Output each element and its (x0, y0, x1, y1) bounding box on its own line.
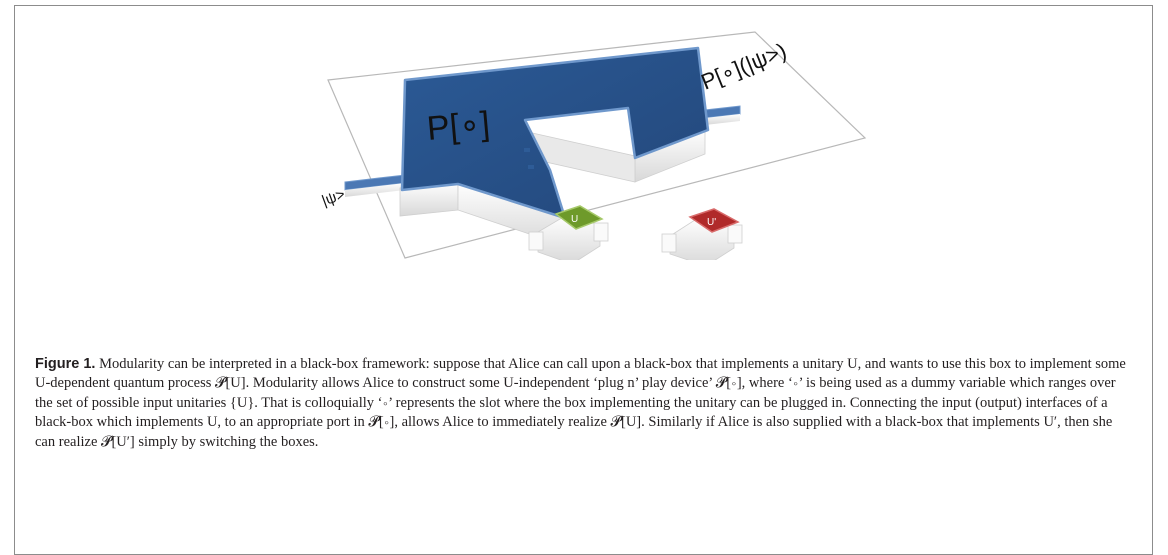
box-u: U (528, 205, 609, 260)
device-top (400, 46, 710, 220)
figure-caption: Figure 1. Modularity can be interpreted … (35, 355, 1135, 452)
box-u-label: U (571, 214, 578, 225)
output-state-label: P[∘](|ψ>) (698, 38, 790, 95)
plug-n-play-illustration: P[∘] |ψ> P[∘](|ψ>) U U' (320, 31, 867, 260)
input-state-label: |ψ> (320, 186, 348, 210)
figure-number: Figure 1. (35, 356, 96, 372)
base-plate (327, 31, 867, 259)
device-label: P[∘] (425, 105, 491, 148)
box-u-prime: U' (661, 208, 743, 260)
caption-text: Modularity can be interpreted in a black… (35, 356, 1126, 450)
box-u-prime-label: U' (707, 217, 716, 228)
